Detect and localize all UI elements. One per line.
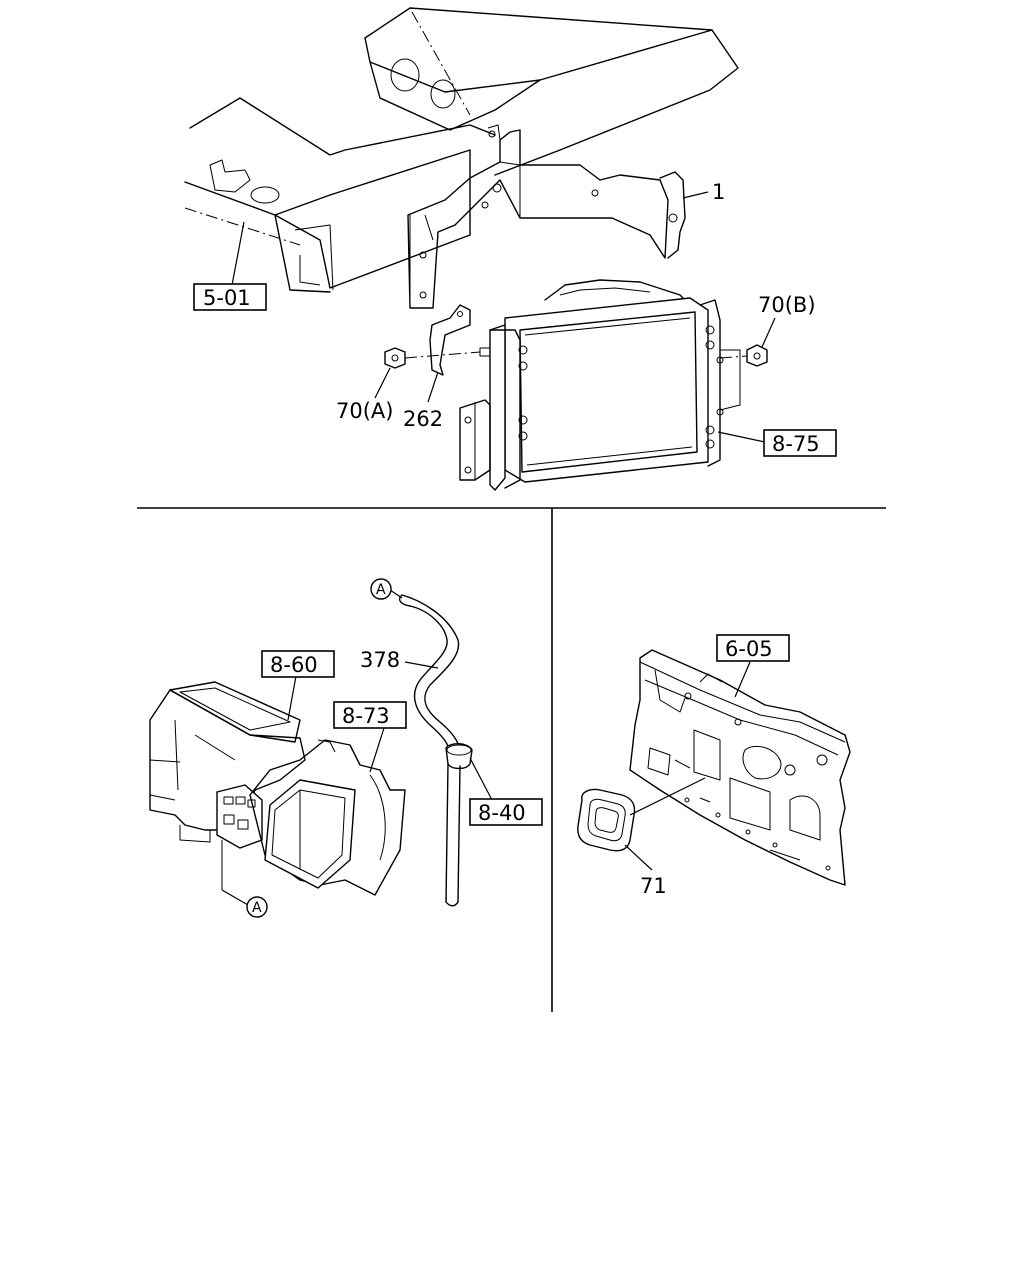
marker-a-top: [370, 578, 392, 600]
condenser-assembly: [384, 279, 768, 491]
label-ref-5-01: 5-01: [203, 286, 251, 310]
ref-box-8-60: [261, 650, 335, 678]
frame-rail-assembly: [184, 7, 739, 293]
label-marker-a-bottom: A: [252, 900, 262, 916]
label-marker-a-top: A: [376, 582, 386, 598]
ref-box-5-01: [193, 283, 267, 311]
label-ref-8-40: 8-40: [478, 801, 526, 825]
ref-box-8-75: [763, 429, 837, 457]
top-callouts: 1 5-01 70(B) 70(A) 262 8-75: [193, 180, 837, 457]
label-part-1: 1: [712, 180, 725, 204]
label-ref-6-05: 6-05: [725, 637, 773, 661]
ref-box-6-05: [716, 634, 790, 662]
dash-panel: [629, 649, 851, 886]
mounting-bracket: [407, 124, 686, 309]
label-hose-378: 378: [360, 648, 400, 672]
label-grommet-71: 71: [640, 874, 667, 898]
drain-hose: [398, 594, 473, 907]
ref-box-8-40: [469, 798, 543, 826]
label-ref-8-75: 8-75: [772, 432, 820, 456]
bottom-left-callouts: A A 378 8-60 8-73 8-40: [221, 578, 543, 918]
label-nut-70b: 70(B): [758, 293, 816, 317]
label-bracket-262: 262: [403, 407, 443, 431]
bottom-right-callouts: 6-05 71: [624, 634, 790, 898]
ref-box-8-73: [333, 701, 407, 729]
label-ref-8-60: 8-60: [270, 653, 318, 677]
label-ref-8-73: 8-73: [342, 704, 390, 728]
heater-unit: [149, 681, 406, 896]
grommet: [577, 788, 636, 852]
label-nut-70a: 70(A): [336, 399, 393, 423]
marker-a-bottom: [246, 896, 268, 918]
